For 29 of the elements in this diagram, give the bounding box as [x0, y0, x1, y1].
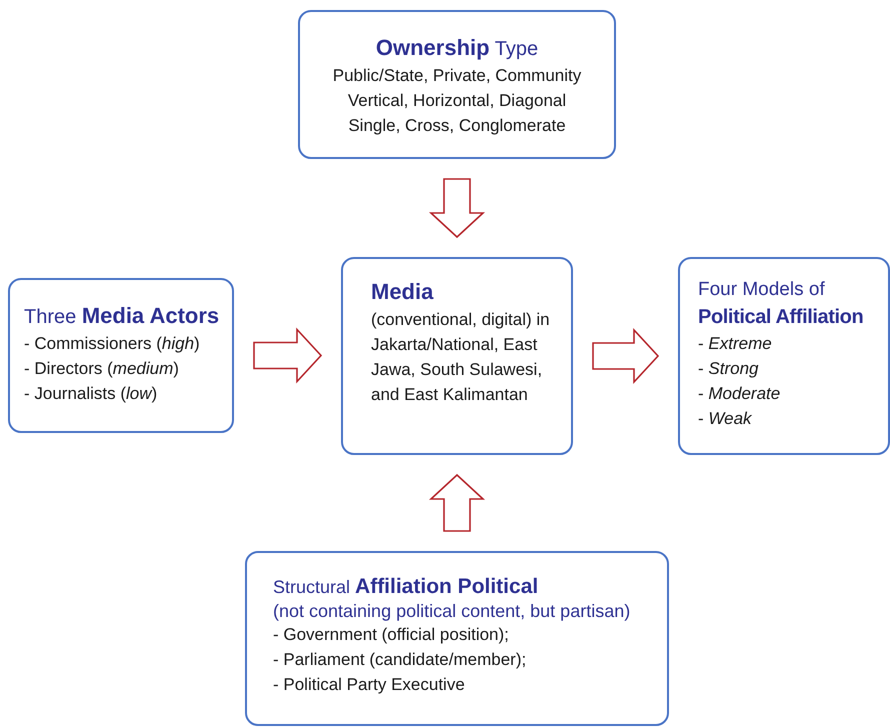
box-text: - Government (official position); [273, 624, 510, 646]
block-arrow [428, 178, 486, 238]
box-text: - Weak [698, 408, 753, 430]
box-text: - Extreme [698, 333, 773, 355]
box-text: Vertical, Horizontal, Diagonal [346, 90, 568, 112]
block-arrow [253, 327, 322, 384]
rounded-box [245, 551, 669, 726]
block-arrow [428, 474, 486, 532]
box-heading: Media [371, 278, 434, 306]
box-subheading: (not containing political content, but partisan) [273, 601, 632, 622]
box-text: - Journalists (low) [24, 383, 158, 405]
box-text: - Strong [698, 358, 760, 380]
box-heading: Ownership Type [374, 34, 540, 62]
rounded-box [678, 257, 890, 455]
box-heading: Structural Affiliation Political [273, 574, 540, 600]
box-heading: Three Media Actors [24, 302, 220, 330]
rounded-box [341, 257, 573, 455]
box-text: Single, Cross, Conglomerate [347, 115, 567, 137]
rounded-box [298, 10, 616, 159]
box-text: - Commissioners (high) [24, 333, 201, 355]
box-text: - Political Party Executive [273, 674, 466, 696]
box-text: - Directors (medium) [24, 358, 180, 380]
box-text: - Parliament (candidate/member); [273, 649, 528, 671]
box-text: (conventional, digital) in Jakarta/National, East Jawa, South Sulawesi, and East Kalimantan [371, 309, 551, 406]
box-text: Public/State, Private, Community [332, 65, 582, 87]
box-heading: Four Models of Political Affiliation [698, 278, 864, 330]
block-arrow [592, 328, 660, 384]
rounded-box [8, 278, 234, 433]
box-text: - Moderate [698, 383, 782, 405]
